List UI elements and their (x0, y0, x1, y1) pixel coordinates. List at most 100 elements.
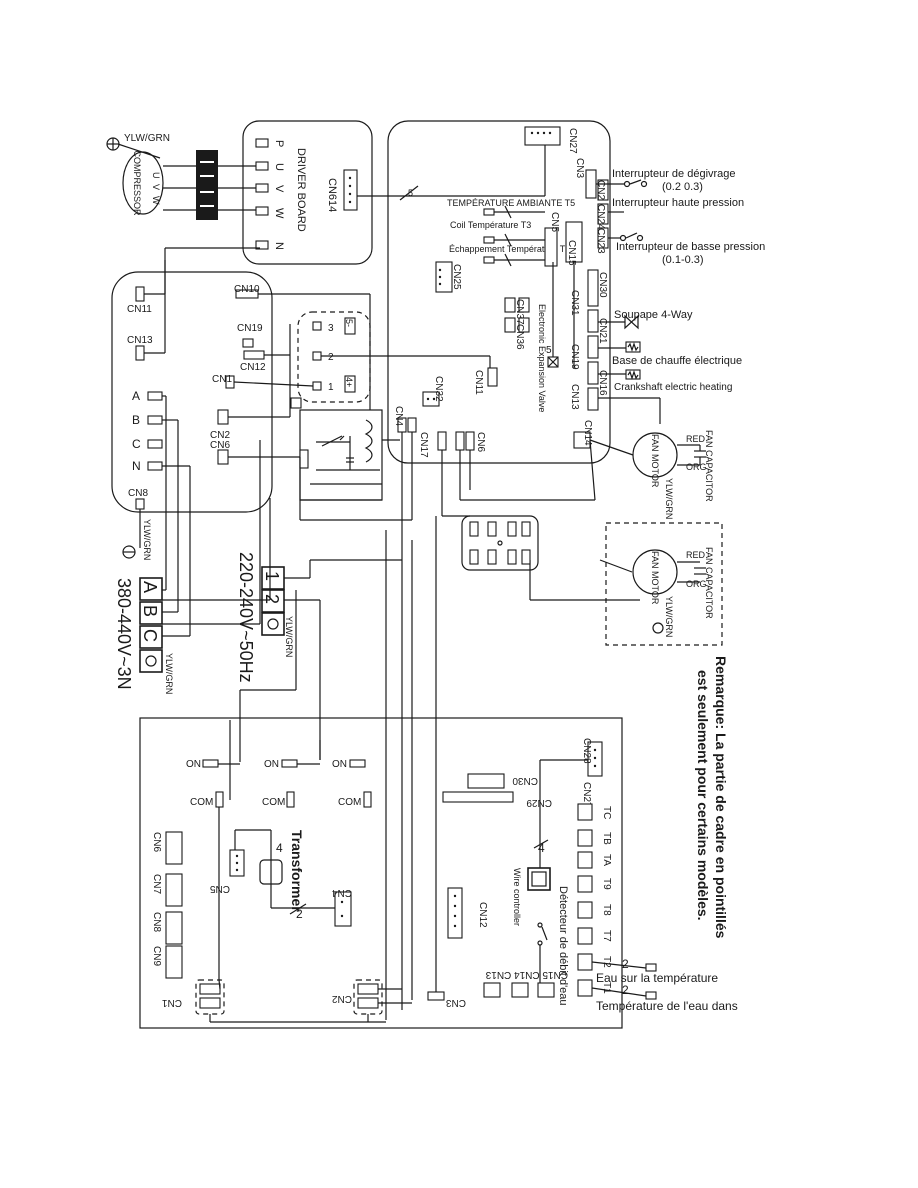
compressor-label: COMPRESSOR (132, 150, 142, 216)
low-pressure-range: (0.1-0.3) (662, 254, 704, 266)
compressor: YLW/GRN COMPRESSOR U V W (106, 133, 260, 220)
three-phase-voltage-label: 380-440V~3N (114, 578, 134, 690)
ground-icon (267, 618, 279, 630)
hydro-cn7-label: CN7 (151, 874, 162, 894)
fan1-org: ORG (686, 462, 707, 472)
relay-mark-minus: 5- (344, 319, 354, 327)
power-terminal-b: B (140, 605, 160, 617)
main-cn6-label: CN6 (475, 432, 486, 452)
note-line-2: est seulement pour certains modèles. (695, 670, 711, 921)
hydro-cn9-label: CN9 (151, 946, 162, 966)
driver-board: P U V W N DRIVER BOARD CN614 (242, 120, 373, 265)
power-ground-label: YLW/GRN (164, 653, 174, 694)
hydro-on-3: ON (332, 759, 347, 770)
water-inlet-label: Température de l'eau dans (596, 999, 738, 1013)
water-outlet-label: Eau sur la température (596, 971, 718, 985)
filter-cn6-label: CN6 (210, 440, 230, 451)
defrost-range: (0.2 0.3) (662, 181, 703, 193)
switches: Interrupteur de dégivrage (0.2 0.3) Inte… (596, 168, 765, 266)
transformer-label: Transformer (289, 830, 305, 912)
main-cn16-label: CN16 (597, 370, 608, 396)
eev-label: Electronic Expansion Valve (537, 304, 547, 412)
main-cn37-label: CN37 (514, 299, 525, 325)
filter-ground-label: YLW/GRN (142, 519, 152, 560)
relay-mark-plus: 4+ (344, 377, 354, 387)
hydro-cn28-label: CN28 (581, 738, 592, 764)
hydro-cn2-label: CN2 (332, 993, 352, 1004)
hydro-cn3-label: CN3 (446, 997, 466, 1008)
main-cn15-label: CN15 (566, 240, 577, 266)
filter-cn2-label: CN2 (210, 430, 230, 441)
fan-motor-2: FAN MOTOR RED ORG FAN CAPACITOR YLW/GRN (632, 547, 714, 637)
filter-relay (297, 311, 371, 403)
hydro-com-2: COM (262, 797, 285, 808)
relay-block (461, 515, 539, 571)
high-pressure-switch-label: Interrupteur haute pression (612, 197, 744, 209)
main-cn21-label: CN21 (597, 318, 608, 344)
sensor-pin-t9: T9 (601, 878, 612, 890)
main-cn5-label: CN5 (549, 212, 560, 232)
main-cn11-label: CN11 (473, 370, 484, 395)
filter-board: CN11 CN13 CN10 CN19 CN12 3 2 1 5- 4+ CN1 (111, 247, 491, 636)
main-cn30-label: CN30 (597, 272, 608, 298)
filter-phase-c: C (132, 437, 141, 451)
main-cn25-label: CN25 (451, 264, 462, 290)
compressor-terminal-u: U (151, 172, 161, 179)
ferrite-core (196, 150, 218, 220)
hydro-cn30-label: CN30 (512, 775, 538, 786)
hydro-cn8-label: CN8 (151, 912, 162, 932)
fan2-capacitor-label: FAN CAPACITOR (704, 547, 714, 619)
main-cn24-label: CN24 (595, 204, 606, 230)
driver-terminal-u: U (273, 163, 285, 171)
hydro-on-2: ON (264, 759, 279, 770)
hydro-cn27-label: CN27 (581, 782, 592, 808)
hydro-com-3: COM (338, 797, 361, 808)
remark-note: Remarque: La partie de cadre en pointill… (695, 656, 729, 939)
filter-cn10-label: CN10 (234, 284, 260, 295)
heater-label: Base de chauffe électrique (612, 355, 742, 367)
filter-ground: YLW/GRN (122, 509, 152, 560)
hydro-board: ON ON ON COM COM COM Transformer CN5 4 2… (139, 717, 623, 1029)
main-cn2-label: CN2 (595, 180, 606, 200)
sensor-t5-label: TEMPÉRATURE AMBIANTE T5 (447, 198, 575, 208)
main-cn27-label: CN27 (567, 128, 578, 154)
filter-cn12-label: CN12 (240, 362, 266, 373)
valve-label: Soupape 4-Way (614, 309, 693, 321)
fan1-red: RED (686, 434, 706, 444)
fan-motor-1-label: FAN MOTOR (650, 434, 660, 488)
driver-cn614: CN614 (326, 178, 338, 212)
driver-terminal-p: P (273, 140, 285, 147)
flow-detector-label: Détecteur de débit d'eau (557, 886, 569, 1006)
sensor-t6-label: Échappement Température T6 (449, 244, 570, 254)
power-terminal-1: 1 (262, 571, 282, 581)
transformer-num-4: 4 (276, 841, 283, 855)
power-terminal-a: A (140, 581, 160, 593)
low-pressure-switch-label: Interrupteur de basse pression (616, 241, 765, 253)
power-three-phase: A B C YLW/GRN 380-440V~3N (114, 440, 271, 694)
compressor-ground-label: YLW/GRN (124, 133, 170, 144)
hydro-on-1: ON (186, 759, 201, 770)
ground-icon (145, 655, 157, 667)
crankshaft-label: Crankshaft electric heating (614, 382, 732, 393)
relay-pin-1: 1 (328, 382, 334, 393)
wire-count-5b: 5 (546, 345, 552, 356)
ground-icon (652, 622, 664, 634)
hydro-cn12-label: CN12 (477, 902, 488, 928)
fan2-red: RED (686, 550, 706, 560)
driver-terminal-v: V (273, 185, 285, 193)
fan1-ground-label: YLW/GRN (664, 478, 674, 519)
hydro-com-1: COM (190, 797, 213, 808)
driver-terminal-n: N (273, 242, 285, 250)
main-cn4-label: CN4 (393, 406, 404, 426)
sensor-pin-tb: TB (601, 832, 612, 845)
fan-motor-1: FAN MOTOR RED ORG FAN CAPACITOR YLW/GRN (589, 430, 714, 519)
compressor-body (122, 151, 164, 215)
single-ground-label: YLW/GRN (284, 616, 294, 657)
filter-cn8-label: CN8 (128, 488, 148, 499)
valve-icon (624, 314, 639, 330)
main-board: CN27 CN3 CN2 CN24 CN23 TEMPÉRATURE AMBIA… (387, 120, 611, 464)
filter-cn11-label: CN11 (127, 304, 152, 315)
water-inlet-num: 2 (622, 983, 629, 997)
fan2-ground-label: YLW/GRN (664, 596, 674, 637)
